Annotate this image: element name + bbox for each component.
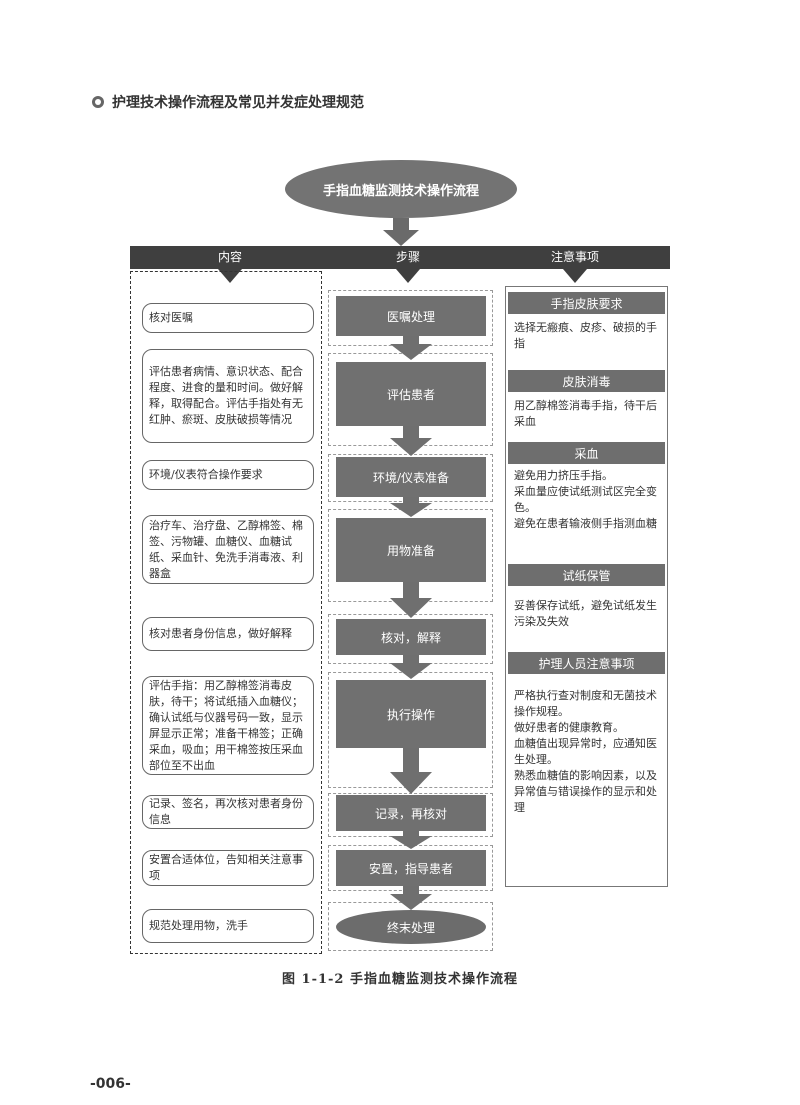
step-box: 用物准备 xyxy=(336,518,486,582)
content-column-frame xyxy=(130,271,322,954)
step-box: 环境/仪表准备 xyxy=(336,457,486,497)
content-item: 规范处理用物，洗手 xyxy=(142,909,314,943)
down-arrow-icon xyxy=(396,269,420,283)
note-line: 熟悉血糖值的影响因素，以及异常值与错误操作的显示和处理 xyxy=(514,769,657,814)
down-arrow-icon xyxy=(390,748,432,794)
header-text: 护理技术操作流程及常见并发症处理规范 xyxy=(112,95,364,111)
down-arrow-icon xyxy=(383,218,419,246)
down-arrow-icon xyxy=(390,426,432,456)
note-header: 皮肤消毒 xyxy=(508,370,665,392)
down-arrow-icon xyxy=(390,831,432,849)
down-arrow-icon xyxy=(563,269,587,283)
note-line: 血糖值出现异常时，应通知医生处理。 xyxy=(514,737,657,766)
final-step-label: 终末处理 xyxy=(386,920,435,935)
note-header: 采血 xyxy=(508,442,665,464)
down-arrow-icon xyxy=(390,582,432,618)
content-item: 核对患者身份信息，做好解释 xyxy=(142,617,314,651)
note-line: 选择无瘢痕、皮疹、破损的手指 xyxy=(514,321,657,350)
step-box: 执行操作 xyxy=(336,680,486,748)
running-header: 护理技术操作流程及常见并发症处理规范 xyxy=(92,92,364,112)
step-box: 安置，指导患者 xyxy=(336,850,486,886)
column-header-bar: 内容 步骤 注意事项 xyxy=(130,246,670,283)
flow-title-oval: 手指血糖监测技术操作流程 xyxy=(285,160,517,218)
final-step-oval: 终末处理 xyxy=(336,910,486,944)
note-line: 用乙醇棉签消毒手指，待干后采血 xyxy=(514,399,657,428)
content-item: 安置合适体位，告知相关注意事项 xyxy=(142,850,314,886)
step-box: 核对，解释 xyxy=(336,619,486,655)
content-item: 环境/仪表符合操作要求 xyxy=(142,460,314,490)
down-arrow-icon xyxy=(390,655,432,679)
page-number: -006- xyxy=(90,1076,131,1092)
content-item: 治疗车、治疗盘、乙醇棉签、棉签、污物罐、血糖仪、血糖试纸、采血针、免洗手消毒液、… xyxy=(142,515,314,584)
note-body: 用乙醇棉签消毒手指，待干后采血 xyxy=(514,398,662,430)
note-line: 严格执行查对制度和无菌技术操作规程。 xyxy=(514,689,657,718)
down-arrow-icon xyxy=(218,269,242,283)
step-box: 记录，再核对 xyxy=(336,795,486,831)
note-line: 妥善保存试纸，避免试纸发生污染及失效 xyxy=(514,599,657,628)
column-steps-label: 步骤 xyxy=(395,250,420,264)
column-notes-label: 注意事项 xyxy=(550,250,599,264)
note-body: 避免用力挤压手指。 采血量应使试纸测试区完全变色。 避免在患者输液侧手指测血糖 xyxy=(514,468,662,532)
figure-caption: 图 1-1-2 手指血糖监测技术操作流程 xyxy=(282,972,518,987)
content-item: 评估手指：用乙醇棉签消毒皮肤，待干；将试纸插入血糖仪；确认试纸与仪器号码一致，显… xyxy=(142,676,314,775)
content-item: 评估患者病情、意识状态、配合程度、进食的量和时间。做好解释，取得配合。评估手指处… xyxy=(142,349,314,443)
step-box: 评估患者 xyxy=(336,362,486,426)
down-arrow-icon xyxy=(390,886,432,910)
note-line: 做好患者的健康教育。 xyxy=(514,721,624,734)
note-header: 手指皮肤要求 xyxy=(508,292,665,314)
down-arrow-icon xyxy=(390,497,432,517)
note-line: 采血量应使试纸测试区完全变色。 xyxy=(514,485,657,514)
flow-title: 手指血糖监测技术操作流程 xyxy=(322,183,479,199)
bullet-icon xyxy=(92,96,104,108)
step-box: 医嘱处理 xyxy=(336,296,486,336)
note-header: 试纸保管 xyxy=(508,564,665,586)
content-item: 核对医嘱 xyxy=(142,303,314,333)
column-content-label: 内容 xyxy=(217,250,242,264)
note-body: 选择无瘢痕、皮疹、破损的手指 xyxy=(514,320,662,352)
note-body: 严格执行查对制度和无菌技术操作规程。 做好患者的健康教育。 血糖值出现异常时，应… xyxy=(514,688,662,816)
content-item: 记录、签名，再次核对患者身份信息 xyxy=(142,795,314,829)
note-header: 护理人员注意事项 xyxy=(508,652,665,674)
note-line: 避免用力挤压手指。 xyxy=(514,469,613,482)
down-arrow-icon xyxy=(390,336,432,360)
note-line: 避免在患者输液侧手指测血糖 xyxy=(514,517,657,530)
note-body: 妥善保存试纸，避免试纸发生污染及失效 xyxy=(514,598,662,630)
notes-column-frame xyxy=(505,286,668,887)
